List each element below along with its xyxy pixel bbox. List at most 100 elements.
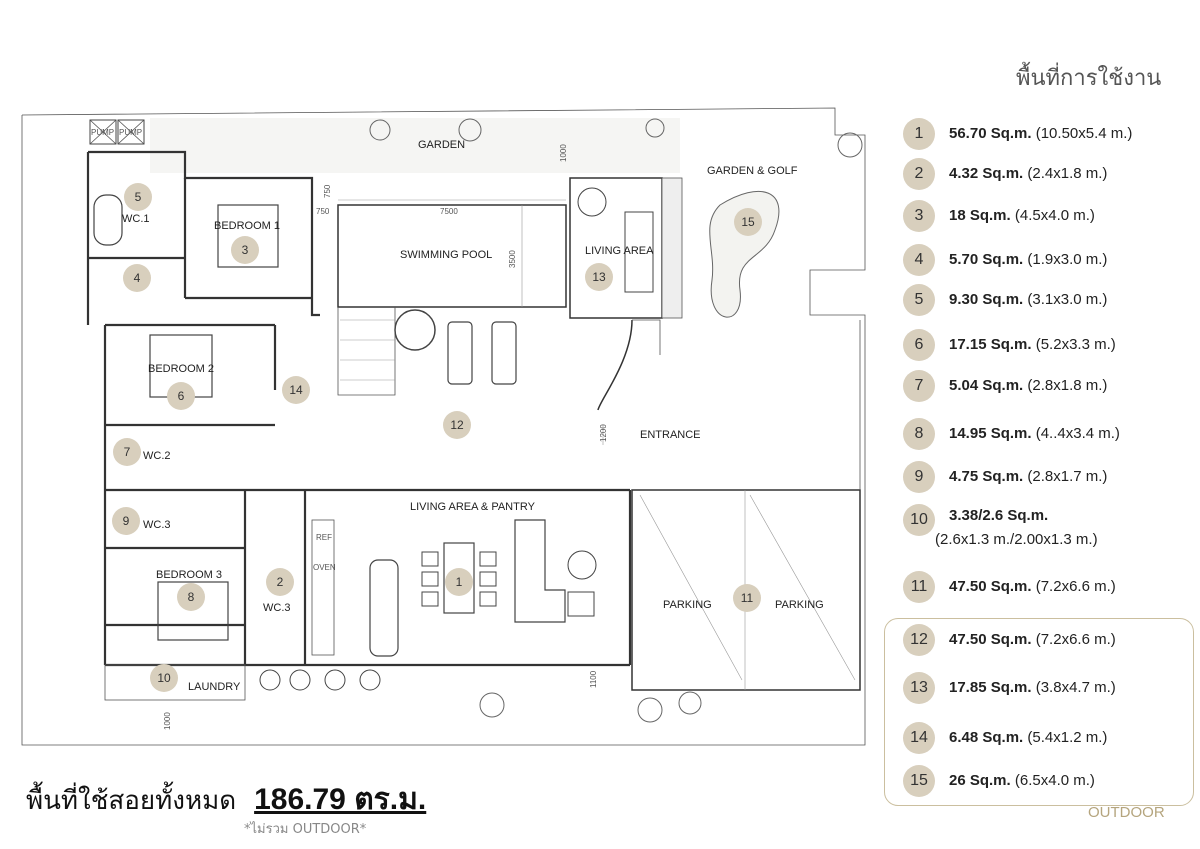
legend-dims: (5.2x3.3 m.) [1035,336,1116,353]
legend-area: 6.48 Sq.m. [949,729,1024,746]
legend-dims: (2.8x1.7 m.) [1027,468,1108,485]
label-garden: GARDEN [418,139,465,151]
svg-text:3: 3 [242,243,249,257]
legend-dims: (7.2x6.6 m.) [1035,578,1116,595]
legend-dims: (6.5x4.0 m.) [1014,772,1095,789]
plan-badge-3: 3 [231,236,259,264]
laundry-area [104,664,246,701]
bed-bedroom1 [217,204,279,268]
outdoor-label: OUTDOOR [1088,804,1165,821]
legend-row: 1 56.70 Sq.m. (10.50x5.4 m.) [903,118,1132,150]
legend-dims: (3.1x3.0 m.) [1027,291,1108,308]
label-living-area: LIVING AREA [585,245,654,257]
dim-1000-a: 1000 [559,144,568,162]
legend-area: 14.95 Sq.m. [949,425,1032,442]
label-laundry: LAUNDRY [188,681,241,693]
label-parking-left: PARKING [663,599,712,611]
legend-area: 56.70 Sq.m. [949,125,1032,142]
label-entrance: ENTRANCE [640,429,701,441]
svg-text:15: 15 [741,215,755,229]
house-wall-north [88,150,320,317]
plan-badge-2: 2 [266,568,294,596]
legend-row: 11 47.50 Sq.m. (7.2x6.6 m.) [903,571,1116,603]
legend-dims: (2.4x1.8 m.) [1027,165,1108,182]
legend-badge: 7 [903,370,935,402]
label-oven: OVEN [313,563,336,572]
plan-badge-5: 5 [124,183,152,211]
bathtub [93,194,123,246]
svg-text:10: 10 [157,671,171,685]
svg-text:14: 14 [289,383,303,397]
plan-badge-15: 15 [734,208,762,236]
dim-1100: 1100 [589,670,598,688]
legend-badge: 5 [903,284,935,316]
dim-750-b: 750 [316,207,330,216]
plan-badge-13: 13 [585,263,613,291]
sun-lounger [491,321,517,385]
plan-badge-6: 6 [167,382,195,410]
label-bedroom2: BEDROOM 2 [148,363,214,375]
legend-area: 3.38/2.6 Sq.m. [949,507,1049,524]
total-area-note: *ไม่รวม OUTDOOR* [244,822,367,837]
dim-7500: 7500 [440,207,458,216]
entrance-curve [597,319,633,411]
plan-badge-12: 12 [443,411,471,439]
plan-badge-10: 10 [150,664,178,692]
legend-area: 17.15 Sq.m. [949,336,1032,353]
plan-badge-8: 8 [177,583,205,611]
legend-dims: (4..4x3.4 m.) [1035,425,1120,442]
legend-badge: 11 [903,571,935,603]
legend-badge: 1 [903,118,935,150]
legend-row: 2 4.32 Sq.m. (2.4x1.8 m.) [903,158,1107,190]
legend-area: 5.70 Sq.m. [949,251,1024,268]
legend-row: 5 9.30 Sq.m. (3.1x3.0 m.) [903,284,1107,316]
legend-row: 3 18 Sq.m. (4.5x4.0 m.) [903,200,1095,232]
legend-dims: (4.5x4.0 m.) [1014,207,1095,224]
legend-area: 5.04 Sq.m. [949,377,1024,394]
plan-badge-4: 4 [123,264,151,292]
label-bedroom1: BEDROOM 1 [214,220,280,232]
svg-text:5: 5 [135,190,142,204]
svg-text:13: 13 [592,270,606,284]
label-parking-right: PARKING [775,599,824,611]
legend-badge: 9 [903,461,935,493]
bed-bedroom3 [157,581,229,641]
label-wc1: WC.1 [122,213,150,225]
plan-badge-14: 14 [282,376,310,404]
label-wc3-a: WC.3 [143,519,171,531]
dim-1200: 1200 [599,424,608,442]
svg-text:7: 7 [124,445,131,459]
label-living-pantry: LIVING AREA & PANTRY [410,501,536,513]
dim-1000-b: 1000 [163,712,172,730]
legend-area: 4.32 Sq.m. [949,165,1024,182]
legend-badge: 8 [903,418,935,450]
total-area-value: 186.79 ตร.ม. [254,783,427,816]
label-garden-golf: GARDEN & GOLF [707,165,798,177]
dining-table [443,542,475,614]
legend-area: 47.50 Sq.m. [949,578,1032,595]
legend-area: 9.30 Sq.m. [949,291,1024,308]
legend-badge: 2 [903,158,935,190]
plan-badge-11: 11 [733,584,761,612]
garden-band [150,118,680,173]
legend-dims: (10.50x5.4 m.) [1035,125,1133,142]
legend-badge: 12 [903,624,935,656]
legend-badge: 14 [903,722,935,754]
legend-badge: 13 [903,672,935,704]
legend-dims: (2.6x1.3 m./2.00x1.3 m.) [935,531,1098,548]
plan-badge-1: 1 [445,568,473,596]
legend-area: 26 Sq.m. [949,772,1011,789]
legend-area: 18 Sq.m. [949,207,1011,224]
svg-text:6: 6 [178,389,185,403]
label-pump-1: PUMP [91,128,114,137]
legend-dims: (3.8x4.7 m.) [1035,679,1116,696]
legend-badge: 4 [903,244,935,276]
legend-badge: 3 [903,200,935,232]
swimming-pool [337,204,567,308]
